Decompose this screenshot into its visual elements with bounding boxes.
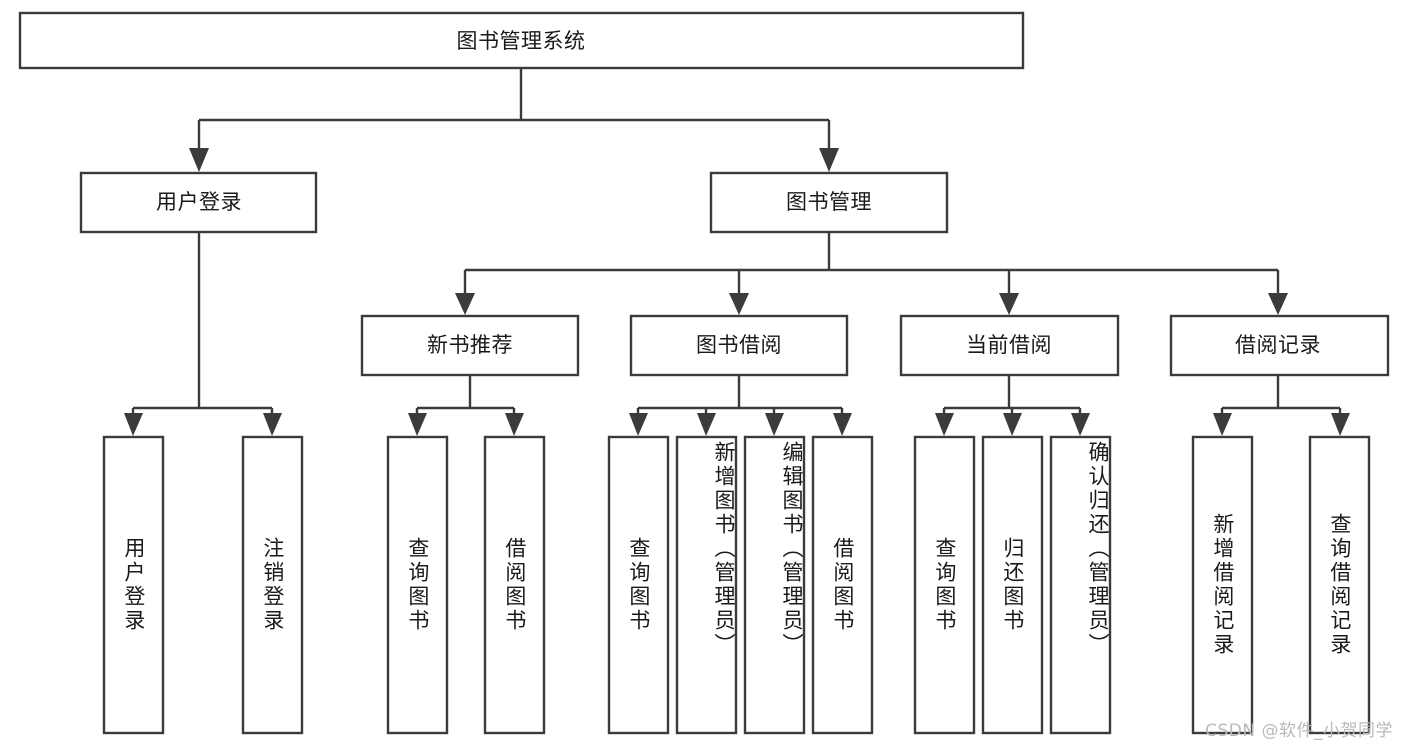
label-title: 图书管理系统 <box>457 29 586 53</box>
label-book-manage: 图书管理 <box>786 190 872 214</box>
node-box-leaf-query-record[interactable] <box>1308 435 1371 735</box>
node-box-book-manage[interactable] <box>709 171 949 234</box>
arrowhead-book-manage <box>819 148 839 172</box>
arrowhead-user-login <box>189 148 209 172</box>
arrowhead-borrow-record <box>1268 293 1288 315</box>
arrowhead-leaf-add-record <box>1213 413 1232 436</box>
label-user-login: 用户登录 <box>156 190 242 214</box>
arrowhead-leaf-confirm-return <box>1071 413 1090 436</box>
connector-group-borrow-record <box>1213 375 1350 436</box>
node-box-current-borrow[interactable] <box>899 314 1120 377</box>
connector-group-book-manage <box>455 232 1288 315</box>
label-book-borrow: 图书借阅 <box>696 333 782 357</box>
node-box-leaf-confirm-return[interactable] <box>1049 435 1112 735</box>
node-box-leaf-borrow-book-1[interactable] <box>483 435 546 735</box>
connector-group-root <box>189 68 839 172</box>
connector-group-current-borrow <box>935 375 1090 436</box>
arrowhead-leaf-query-book-3 <box>935 413 954 436</box>
arrowhead-leaf-user-login <box>124 413 143 436</box>
connector-group-new-book-recommend <box>408 375 524 436</box>
node-box-borrow-record[interactable] <box>1169 314 1390 377</box>
node-box-new-book-recommend[interactable] <box>360 314 580 377</box>
label-borrow-record: 借阅记录 <box>1235 333 1321 357</box>
node-box-leaf-add-book[interactable] <box>675 435 738 735</box>
arrowhead-new-book-recommend <box>455 293 475 315</box>
label-new-book-recommend: 新书推荐 <box>427 333 513 357</box>
node-box-leaf-edit-book[interactable] <box>743 435 806 735</box>
node-box-leaf-user-login[interactable] <box>102 435 165 735</box>
node-box-leaf-return-book[interactable] <box>981 435 1044 735</box>
connector-group-book-borrow <box>629 375 852 436</box>
arrowhead-leaf-borrow-book-1 <box>505 413 524 436</box>
arrowhead-leaf-edit-book <box>765 413 784 436</box>
arrowhead-leaf-borrow-book-2 <box>833 413 852 436</box>
node-box-leaf-logout-login[interactable] <box>241 435 304 735</box>
node-box-title[interactable] <box>18 11 1025 70</box>
node-box-leaf-query-book-3[interactable] <box>913 435 976 735</box>
arrowhead-leaf-query-book-2 <box>629 413 648 436</box>
label-current-borrow: 当前借阅 <box>966 333 1052 357</box>
arrowhead-book-borrow <box>729 293 749 315</box>
node-box-leaf-query-book-2[interactable] <box>607 435 670 735</box>
node-box-leaf-borrow-book-2[interactable] <box>811 435 874 735</box>
arrowhead-leaf-query-record <box>1331 413 1350 436</box>
node-box-book-borrow[interactable] <box>629 314 849 377</box>
arrowhead-leaf-return-book <box>1003 413 1022 436</box>
node-box-leaf-query-book-1[interactable] <box>386 435 449 735</box>
arrowhead-current-borrow <box>999 293 1019 315</box>
arrowhead-leaf-add-book <box>697 413 716 436</box>
csdn-watermark: CSDN @软件_小贺同学 <box>1205 721 1393 741</box>
arrowhead-leaf-logout-login <box>263 413 282 436</box>
arrowhead-leaf-query-book-1 <box>408 413 427 436</box>
node-box-user-login[interactable] <box>79 171 318 234</box>
node-box-leaf-add-record[interactable] <box>1191 435 1254 735</box>
connector-group-user-login <box>124 232 282 436</box>
